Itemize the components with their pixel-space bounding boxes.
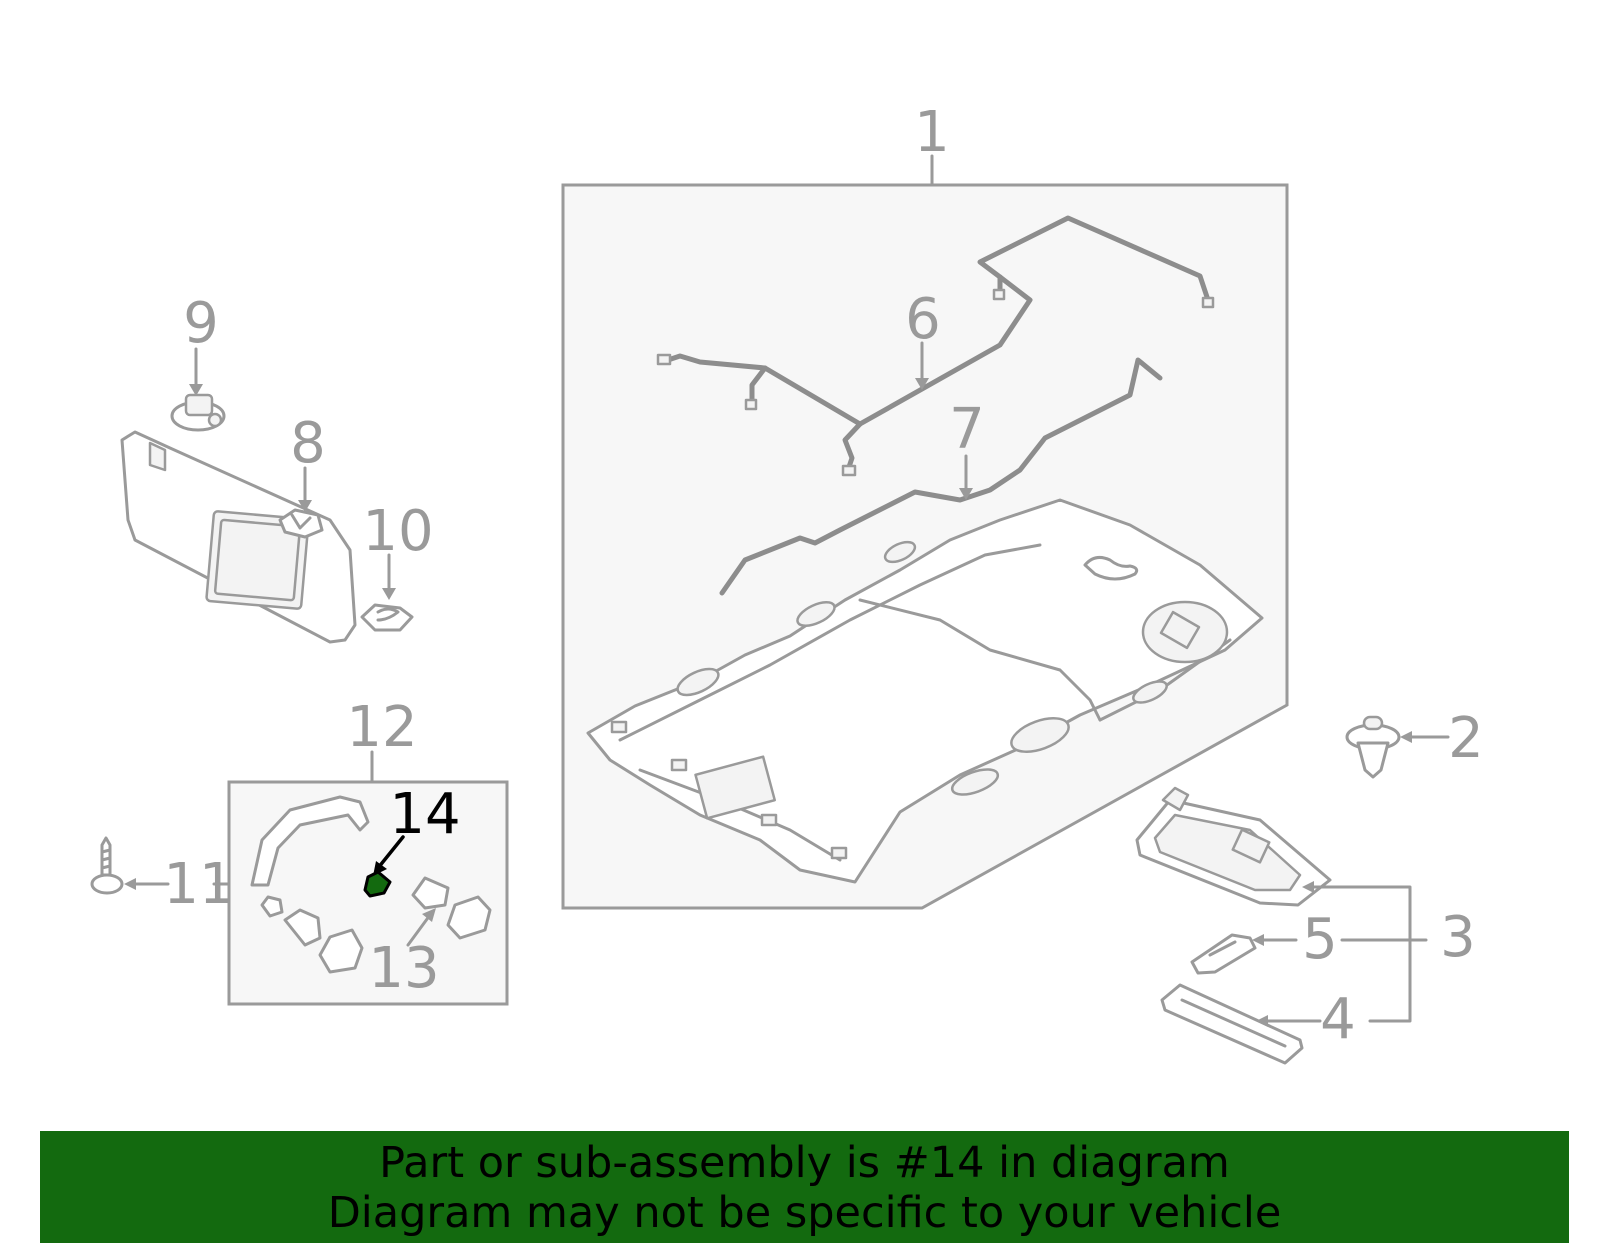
callout-1[interactable]: 1 xyxy=(914,100,950,165)
grab-handle xyxy=(250,795,370,887)
callout-9[interactable]: 9 xyxy=(183,291,219,356)
highlighted-part-14 xyxy=(363,870,392,898)
banner-line-2: Diagram may not be specific to your vehi… xyxy=(327,1188,1282,1238)
sun-visor xyxy=(120,430,357,644)
callout-5[interactable]: 5 xyxy=(1302,907,1338,972)
handle-cap-right xyxy=(411,876,492,940)
banner-line-1: Part or sub-assembly is #14 in diagram xyxy=(379,1138,1230,1188)
leader-line-13 xyxy=(406,913,432,947)
handle-cap-left xyxy=(260,895,364,974)
visor-bracket xyxy=(170,393,226,432)
dome-lamp xyxy=(1135,786,1332,907)
dome-lamp-lens xyxy=(1160,983,1304,1065)
callout-13[interactable]: 13 xyxy=(368,936,439,1001)
callout-4[interactable]: 4 xyxy=(1320,987,1356,1052)
leader-line-14 xyxy=(376,835,405,870)
bracket-line-3 xyxy=(1308,885,1412,1023)
visor-holder xyxy=(360,603,414,632)
headliner-panel xyxy=(586,498,1264,884)
callout-8[interactable]: 8 xyxy=(290,411,326,476)
callout-10[interactable]: 10 xyxy=(362,499,433,564)
callout-7[interactable]: 7 xyxy=(949,397,985,462)
info-banner: Part or sub-assembly is #14 in diagram D… xyxy=(40,1131,1569,1243)
rear-wire-harness xyxy=(719,357,1163,596)
visor-clip xyxy=(278,508,324,539)
callout-3[interactable]: 3 xyxy=(1440,905,1476,970)
screw xyxy=(90,836,124,895)
callout-14[interactable]: 14 xyxy=(389,782,460,847)
bulb xyxy=(1190,933,1257,975)
retainer-clip xyxy=(1345,715,1401,779)
callout-2[interactable]: 2 xyxy=(1448,706,1484,771)
callout-6[interactable]: 6 xyxy=(905,287,941,352)
roof-wire-harness xyxy=(656,215,1215,477)
callout-12[interactable]: 12 xyxy=(346,695,417,760)
